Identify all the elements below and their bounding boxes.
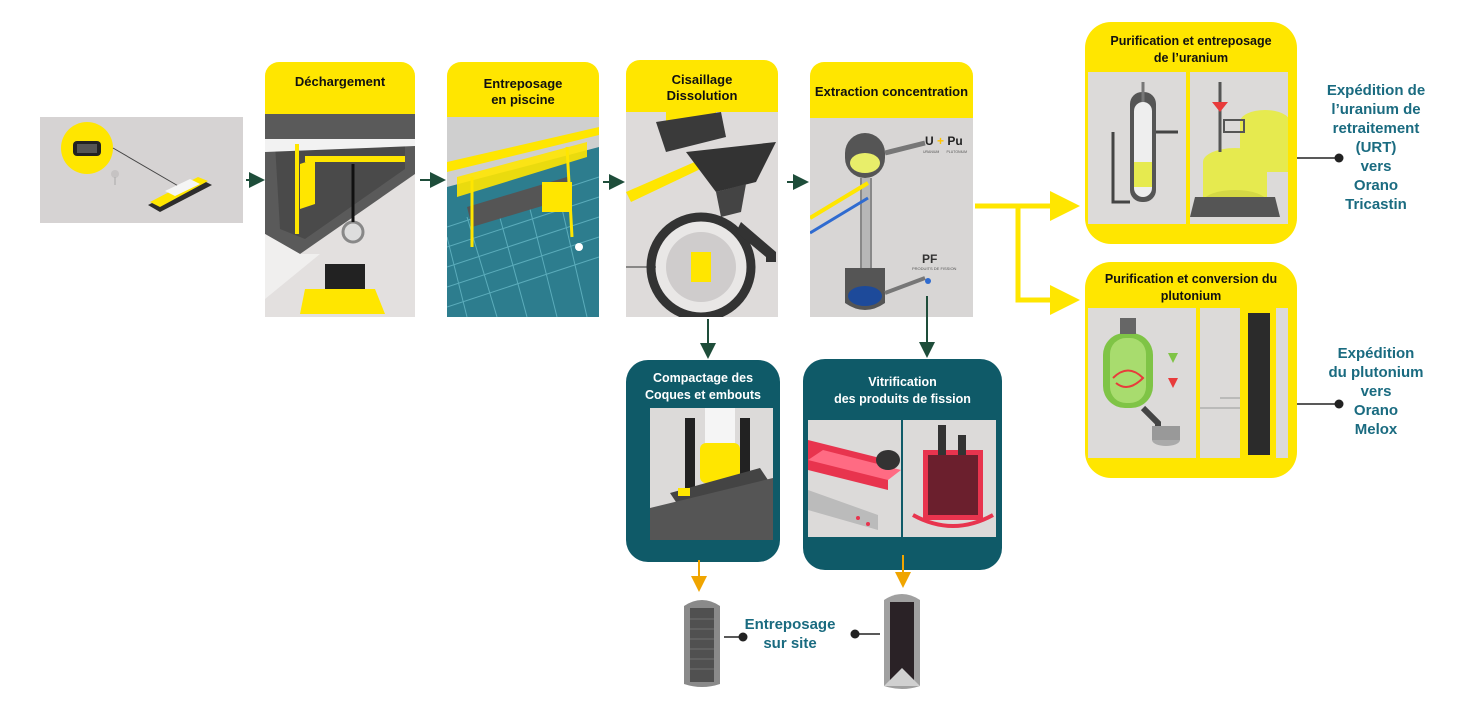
ship-uranium-line6: Orano — [1353, 177, 1399, 194]
transport-image — [40, 117, 243, 223]
uranium-image-2 — [1190, 72, 1288, 224]
stage-title-entreposage: Entreposage en piscine — [447, 62, 599, 118]
cisaillage-image — [626, 112, 778, 317]
ship-uranium-line1: Expédition de — [1326, 82, 1426, 99]
cisaillage-line2: Dissolution — [666, 88, 738, 103]
pf-sublabel: PRODUITS DE FISSION — [912, 266, 957, 271]
plutonium-image-2 — [1200, 308, 1288, 458]
ship-plutonium-line2: du plutonium — [1328, 364, 1424, 381]
plutonium-image-1 — [1088, 308, 1196, 458]
extraction-u-label: U + Pu — [925, 134, 963, 148]
extraction-u-sublabels: URANIUM PLUTONIUM — [923, 150, 967, 154]
compactage-line1: Compactage des — [652, 371, 754, 385]
dechargement-image — [265, 114, 415, 317]
connector-dot-plutonium-ship — [1334, 399, 1344, 409]
ship-plutonium-line4: Orano — [1353, 402, 1399, 419]
stage-title-extraction: Extraction concentration — [810, 62, 973, 118]
entreposage-line2: en piscine — [491, 92, 555, 107]
ship-uranium-line3: retraitement — [1332, 120, 1420, 137]
extraction-image: U + Pu URANIUM PLUTONIUM PF PRODUITS DE … — [810, 118, 973, 317]
entreposage-line1: Entreposage — [483, 76, 563, 91]
vitrification-line1: Vitrification — [868, 375, 937, 389]
storage-canister-right — [880, 588, 924, 692]
pf-label: PF — [922, 252, 938, 266]
compactage-line2: Coques et embouts — [645, 388, 761, 402]
uranium-title-line2: de l’uranium — [1153, 51, 1229, 65]
uranium-image-1 — [1088, 72, 1186, 224]
storage-label: Entreposage sur site — [740, 615, 840, 653]
u-symbol: U — [925, 134, 934, 148]
connector-dot-uranium-ship — [1334, 153, 1344, 163]
vitrification-image-1 — [808, 420, 901, 537]
storage-canister-left — [680, 594, 724, 690]
pu-sub: PLUTONIUM — [946, 150, 967, 154]
stage-title-cisaillage: Cisaillage Dissolution — [626, 60, 778, 112]
ship-plutonium-label: Expédition du plutonium vers Orano Melox — [1320, 344, 1432, 439]
ship-plutonium-line5: Melox — [1354, 421, 1398, 438]
ship-uranium-line4: (URT) — [1355, 139, 1397, 156]
plutonium-title-line2: plutonium — [1160, 289, 1222, 303]
piscine-image — [447, 117, 599, 317]
stage-title-extraction-text: Extraction concentration — [814, 84, 969, 99]
compactage-image — [650, 408, 773, 540]
plutonium-title-line1: Purification et conversion du — [1104, 272, 1278, 286]
u-sub: URANIUM — [923, 150, 940, 154]
storage-line1: Entreposage — [744, 616, 836, 633]
ship-uranium-label: Expédition de l’uranium de retraitement … — [1312, 81, 1440, 214]
uranium-title-line1: Purification et entreposage — [1110, 34, 1272, 48]
vitrification-line2: des produits de fission — [834, 392, 971, 406]
ship-plutonium-line1: Expédition — [1337, 345, 1415, 362]
ship-uranium-line7: Tricastin — [1345, 196, 1407, 213]
plutonium-card-title: Purification et conversion du plutonium — [1085, 271, 1297, 305]
ship-plutonium-line3: vers — [1360, 383, 1392, 400]
pu-symbol: Pu — [947, 134, 963, 148]
storage-line2: sur site — [763, 635, 817, 652]
uranium-card-title: Purification et entreposage de l’uranium — [1085, 33, 1297, 67]
stage-title-dechargement-text: Déchargement — [294, 74, 386, 89]
ship-uranium-line2: l’uranium de — [1331, 101, 1421, 118]
connector-dot-storage-left — [738, 632, 748, 642]
stage-title-dechargement: Déchargement — [265, 62, 415, 114]
compactage-card-title: Compactage des Coques et embouts — [626, 370, 780, 404]
vitrification-card-title: Vitrification des produits de fission — [803, 374, 1002, 408]
connector-dot-storage-right — [850, 629, 860, 639]
arrow-extraction-to-plutonium — [1015, 206, 1080, 315]
ship-uranium-line5: vers — [1360, 158, 1392, 175]
vitrification-image-2 — [903, 420, 996, 537]
plus-symbol: + — [937, 134, 945, 148]
cisaillage-line1: Cisaillage — [671, 72, 733, 87]
